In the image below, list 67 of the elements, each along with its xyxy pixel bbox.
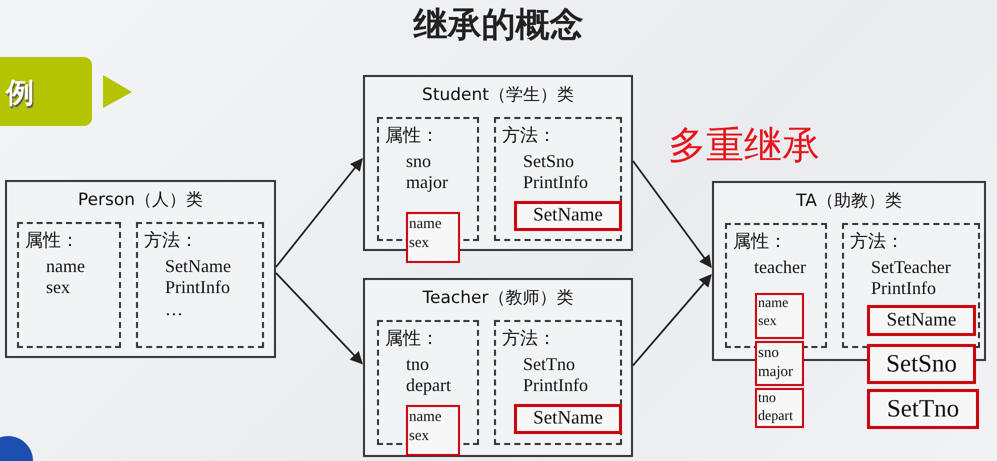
inheritance-arrow xyxy=(275,158,363,268)
member-name: PrintInfo xyxy=(165,277,230,299)
group-heading: 属性： xyxy=(733,231,787,253)
member-name: name xyxy=(46,256,85,278)
group-heading: 方法： xyxy=(144,230,198,252)
member-name: SetTno xyxy=(886,395,960,423)
group-heading: 方法： xyxy=(502,125,556,147)
member-name: sex xyxy=(409,426,429,445)
highlight-box xyxy=(514,404,622,434)
highlight-box xyxy=(755,388,804,428)
group-heading: 属性： xyxy=(385,125,439,147)
inheritance-arrow xyxy=(632,274,712,366)
member-name: SetTeacher xyxy=(871,256,951,278)
member-name: tno xyxy=(406,354,430,376)
group-heading: 方法： xyxy=(502,328,556,350)
member-group-box xyxy=(494,320,622,445)
highlight-box xyxy=(867,344,976,384)
member-group-box xyxy=(17,222,121,348)
member-name: name xyxy=(409,215,442,233)
member-name: SetSno xyxy=(523,150,574,172)
highlight-box xyxy=(514,201,622,231)
member-name: PrintInfo xyxy=(523,172,588,194)
member-name: SetName xyxy=(532,408,604,430)
inheritance-arrow xyxy=(632,160,712,268)
member-name: sno xyxy=(406,150,432,172)
highlight-box xyxy=(755,293,804,339)
highlight-box xyxy=(867,389,979,429)
class-box xyxy=(363,278,633,457)
member-name: SetName xyxy=(165,256,231,278)
class-title: Teacher（教师）类 xyxy=(422,288,574,308)
class-box xyxy=(5,180,276,358)
member-name: SetTno xyxy=(523,354,575,376)
multiple-inheritance-label: 多重继承 xyxy=(668,122,820,169)
member-name: sex xyxy=(758,314,777,330)
class-title: Student（学生）类 xyxy=(421,85,575,106)
member-name: sex xyxy=(46,277,70,299)
member-name: … xyxy=(165,298,183,320)
member-name: SetName xyxy=(532,206,604,226)
group-heading: 属性： xyxy=(385,328,439,350)
member-name: major xyxy=(406,172,448,194)
member-name: tno xyxy=(758,391,776,408)
highlight-box xyxy=(755,341,804,386)
member-name: PrintInfo xyxy=(871,278,936,300)
member-name: PrintInfo xyxy=(523,375,588,397)
member-group-box xyxy=(136,222,264,348)
member-name: sno xyxy=(758,344,779,362)
member-name: name xyxy=(758,296,788,313)
member-name: depart xyxy=(406,375,451,397)
member-name: major xyxy=(758,362,793,381)
member-group-box xyxy=(494,117,622,241)
member-name: sex xyxy=(409,234,429,252)
inheritance-arrow xyxy=(275,272,363,364)
tab-label: 例 xyxy=(6,75,34,111)
class-title: TA（助教）类 xyxy=(795,191,903,212)
highlight-box xyxy=(406,212,460,263)
member-name: SetName xyxy=(886,310,958,331)
title: 继承的概念 xyxy=(412,4,584,47)
class-box xyxy=(363,75,633,251)
highlight-box xyxy=(406,405,460,456)
class-title: Person（人）类 xyxy=(76,190,204,210)
member-name: teacher xyxy=(754,256,806,278)
group-heading: 方法： xyxy=(850,231,904,253)
group-heading: 属性： xyxy=(25,230,79,252)
member-name: depart xyxy=(758,408,793,426)
member-name: name xyxy=(409,408,442,426)
member-name: SetSno xyxy=(885,350,958,378)
highlight-box xyxy=(867,305,976,336)
